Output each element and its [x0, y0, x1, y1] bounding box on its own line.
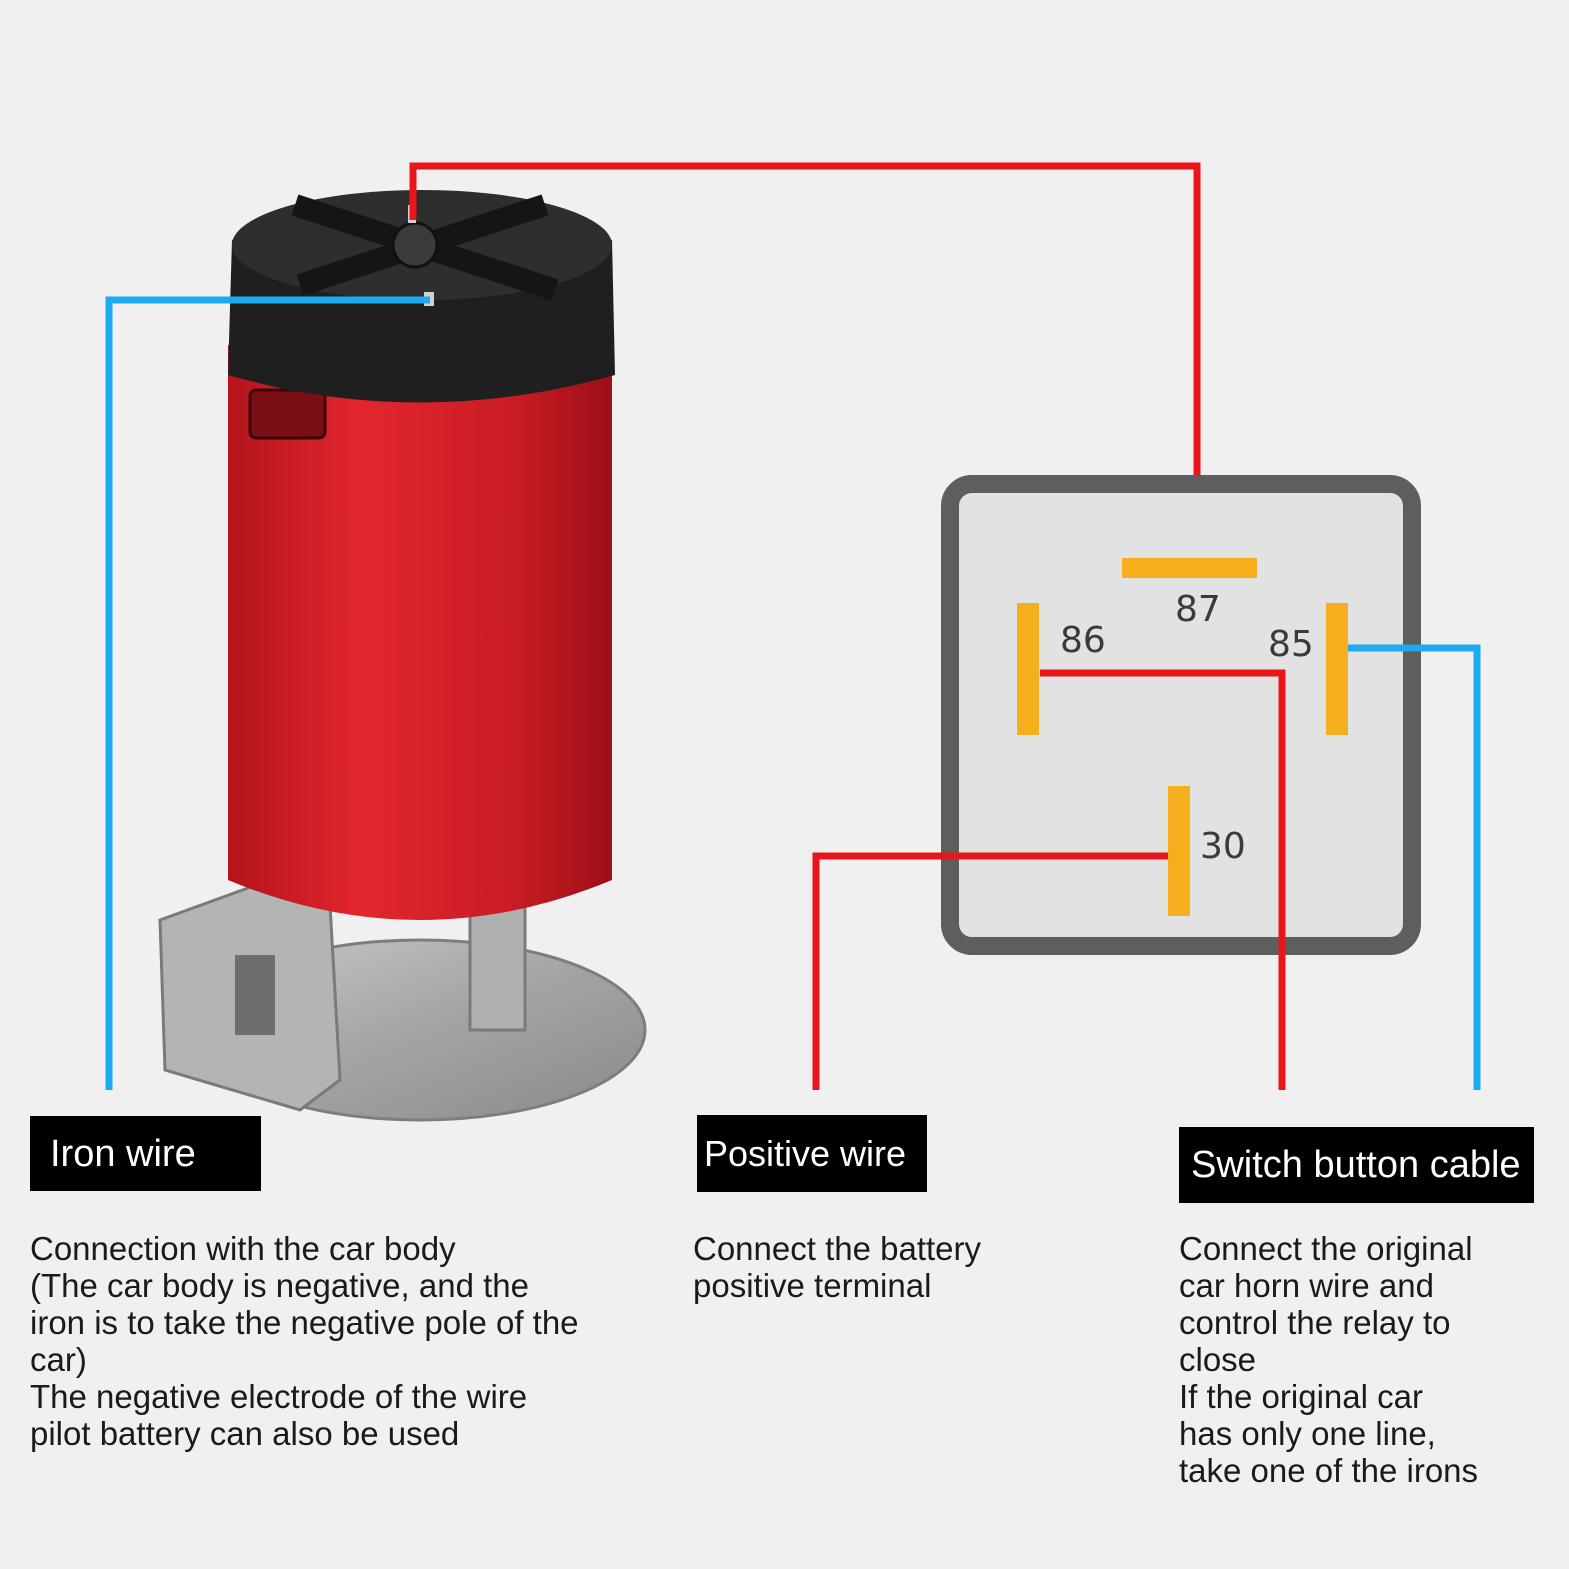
relay: 87 86 85 30	[941, 475, 1421, 955]
pin-label-86: 86	[1060, 620, 1106, 661]
description-line: Connect the battery	[693, 1230, 982, 1267]
pin-label-85: 85	[1268, 624, 1314, 665]
relay-pin-85	[1326, 603, 1348, 735]
description-line: iron is to take the negative pole of the	[30, 1304, 579, 1341]
description-line: take one of the irons	[1179, 1452, 1479, 1489]
description-line: has only one line,	[1179, 1415, 1436, 1452]
description-line: If the original car	[1179, 1378, 1423, 1415]
description-line: car)	[30, 1341, 87, 1378]
iron-wire-description: Connection with the car body (The car bo…	[30, 1230, 579, 1452]
description-line: (The car body is negative, and the	[30, 1267, 529, 1304]
iron-wire-label: Iron wire	[30, 1116, 261, 1191]
pin-label-30: 30	[1200, 826, 1246, 867]
relay-housing	[941, 475, 1421, 955]
description-line: positive terminal	[693, 1267, 932, 1304]
description-line: pilot battery can also be used	[30, 1415, 460, 1452]
description-line: Connection with the car body	[30, 1230, 456, 1267]
red-wire-pin-30-to-positive	[812, 852, 1168, 1090]
blue-wire-compressor-to-ground	[105, 296, 430, 1090]
positive-wire-label: Positive wire	[697, 1115, 927, 1192]
positive-wire-description: Connect the battery positive terminal	[693, 1230, 981, 1304]
red-wire-pin-86-to-switch	[1040, 669, 1286, 1090]
description-line: Connect the original	[1179, 1230, 1473, 1267]
description-line: control the relay to	[1179, 1304, 1451, 1341]
wires	[105, 162, 1201, 1090]
relay-wires	[812, 644, 1481, 1090]
air-compressor-image	[158, 190, 647, 1122]
pin-label-87: 87	[1175, 589, 1221, 630]
switch-button-cable-label: Switch button cable	[1179, 1127, 1534, 1203]
blue-wire-pin-85-to-switch	[1348, 644, 1481, 1090]
description-line: car horn wire and	[1179, 1267, 1434, 1304]
relay-pin-87	[1122, 558, 1257, 578]
relay-pin-30	[1168, 786, 1190, 916]
description-line: The negative electrode of the wire	[30, 1378, 528, 1415]
switch-button-cable-description: Connect the original car horn wire and c…	[1179, 1230, 1478, 1489]
description-line: close	[1179, 1341, 1257, 1378]
red-wire-compressor-to-pin-87	[409, 162, 1201, 560]
relay-pin-86	[1017, 603, 1039, 735]
